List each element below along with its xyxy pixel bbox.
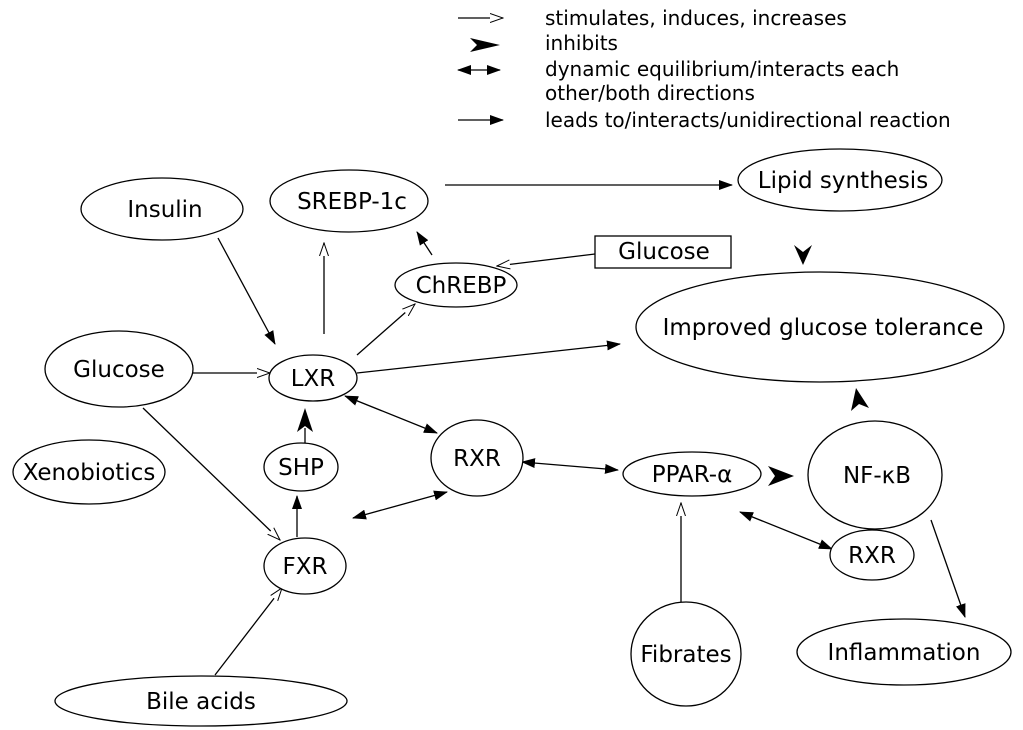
svg-text:Glucose: Glucose [618,239,710,265]
legend-inhibits-text: inhibits [545,31,618,55]
node-fxr: FXR [263,537,347,595]
edge-shp-inhibits-lxr [297,408,313,432]
edge-bile-acids-to-fxr [214,588,282,676]
legend-dynamic-text-1: dynamic equilibrium/interacts each [545,57,899,81]
node-srebp1c: SREBP-1c [269,169,429,233]
edge-nfkb-to-inflammation [930,519,966,618]
edge-ppar-rxr-dynamic [739,511,833,550]
edge-ppar-inhibits-nfkb [768,466,794,486]
node-insulin: Insulin [80,177,244,241]
node-chrebp: ChREBP [394,262,518,308]
svg-text:Glucose: Glucose [73,357,165,383]
legend-stimulates-text: stimulates, induces, increases [545,6,847,30]
svg-text:FXR: FXR [283,554,328,580]
svg-text:Lipid synthesis: Lipid synthesis [758,168,928,194]
svg-text:Xenobiotics: Xenobiotics [23,460,156,486]
node-rxr-center: RXR [430,419,524,497]
edge-lxr-rxr-dynamic [344,395,438,434]
node-bile-acids: Bile acids [54,675,348,727]
legend: stimulates, induces, increases inhibits … [457,6,951,132]
svg-text:RXR: RXR [848,543,896,569]
node-inflammation: Inflammation [796,618,1012,686]
node-ppar-alpha: PPAR-α [622,451,762,497]
node-rxr-right: RXR [829,529,915,581]
node-lxr: LXR [268,354,358,402]
svg-text:SREBP-1c: SREBP-1c [297,189,407,215]
edge-chrebp-to-srebp1c [416,231,433,256]
svg-text:Fibrates: Fibrates [640,642,731,668]
node-xenobiotics: Xenobiotics [12,439,166,505]
node-lipid-synthesis: Lipid synthesis [737,148,943,212]
node-shp: SHP [263,442,339,492]
legend-inhibits-arrow [470,38,500,52]
node-nf-kb: NF-κB [807,420,943,530]
node-fibrates: Fibrates [630,601,742,707]
node-glucose: Glucose [44,330,194,408]
edge-fxr-rxr-dynamic [352,490,448,520]
edge-glucose-box-to-chrebp [497,253,596,266]
svg-text:RXR: RXR [453,446,501,472]
svg-text:Inflammation: Inflammation [828,640,981,666]
node-glucose-box: Glucose [594,235,732,269]
legend-dynamic-text-2: other/both directions [545,81,755,105]
nodes: Insulin SREBP-1c Lipid synthesis Glucose… [12,148,1012,727]
node-improved-glucose-tolerance: Improved glucose tolerance [635,271,1005,383]
svg-text:SHP: SHP [278,455,324,481]
edges [142,180,966,676]
svg-text:PPAR-α: PPAR-α [652,462,733,488]
edge-insulin-to-lxr [217,237,276,345]
svg-text:Improved glucose tolerance: Improved glucose tolerance [663,315,984,341]
edge-lxr-to-improved-tolerance [356,340,621,374]
legend-leads-to-text: leads to/interacts/unidirectional reacti… [545,108,951,132]
svg-text:ChREBP: ChREBP [416,273,507,299]
svg-text:Bile acids: Bile acids [146,689,256,715]
edge-rxr-ppar-dynamic [521,458,619,474]
svg-text:LXR: LXR [291,366,336,392]
edge-lxr-to-chrebp [356,304,415,356]
edge-nfkb-inhibits-tolerance [851,388,869,411]
edge-lipid-synthesis-inhibits-tolerance [794,245,812,265]
edge-glucose-to-fxr [142,407,280,540]
svg-text:NF-κB: NF-κB [843,463,911,489]
svg-text:Insulin: Insulin [127,197,202,223]
